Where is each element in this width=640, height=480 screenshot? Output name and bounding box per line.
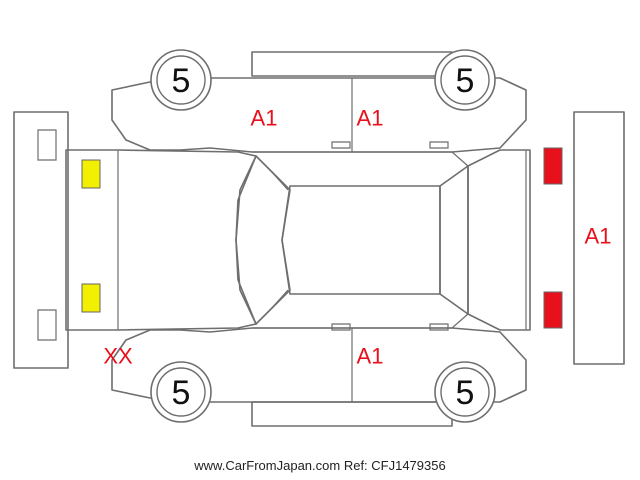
- damage-code-front-right-corner: XX: [103, 344, 133, 369]
- front-bumper: [13, 111, 69, 369]
- tire-rear-left-label: 5: [456, 62, 475, 100]
- tire-front-right: 5: [150, 361, 212, 423]
- tire-rear-left: 5: [434, 49, 496, 111]
- damage-code-rear-bumper: A1: [585, 224, 612, 249]
- damage-code-left-front-door: A1: [251, 106, 278, 131]
- tire-rear-right: 5: [434, 361, 496, 423]
- vehicle-body: [65, 149, 531, 331]
- tire-front-right-label: 5: [172, 374, 191, 412]
- headlight-left: [81, 159, 101, 189]
- tire-rear-right-label: 5: [456, 374, 475, 412]
- headlight-right: [81, 283, 101, 313]
- rear-bumper: [573, 111, 625, 365]
- taillight-left: [543, 147, 563, 185]
- damage-code-left-rear-door: A1: [357, 106, 384, 131]
- watermark-footer: www.CarFromJapan.com Ref: CFJ1479356: [194, 458, 446, 473]
- tire-front-left-label: 5: [172, 62, 191, 100]
- left-side-panel: [111, 51, 527, 153]
- right-side-panel: [111, 323, 527, 427]
- tire-front-left: 5: [150, 49, 212, 111]
- taillight-right: [543, 291, 563, 329]
- damage-code-right-rear-door: A1: [357, 344, 384, 369]
